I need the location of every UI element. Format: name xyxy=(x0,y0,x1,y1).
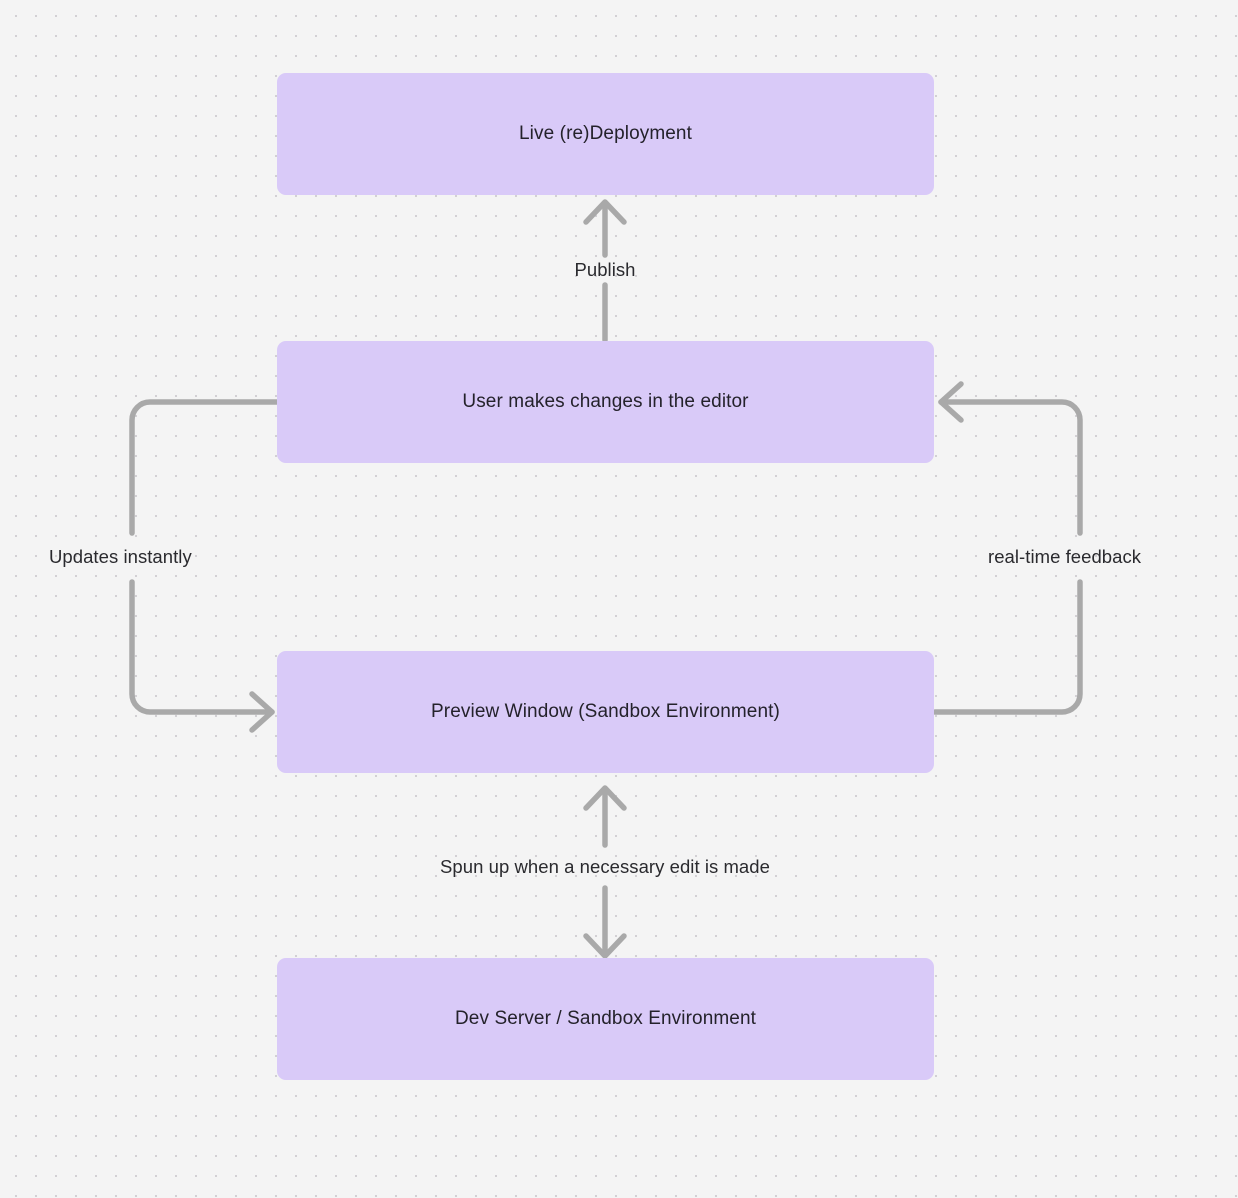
node-preview-window[interactable]: Preview Window (Sandbox Environment) xyxy=(277,651,934,773)
node-label: Dev Server / Sandbox Environment xyxy=(454,1008,756,1030)
node-label: Live (re)Deployment xyxy=(519,123,692,145)
node-live-deployment[interactable]: Live (re)Deployment xyxy=(277,73,934,195)
node-dev-server[interactable]: Dev Server / Sandbox Environment xyxy=(277,958,934,1080)
node-label: User makes changes in the editor xyxy=(462,391,749,413)
node-label: Preview Window (Sandbox Environment) xyxy=(431,701,780,723)
edge-label-real-time-feedback: real-time feedback xyxy=(988,546,1142,567)
edge-label-publish: Publish xyxy=(574,259,636,280)
edge-label-spun-up: Spun up when a necessary edit is made xyxy=(440,856,770,877)
edge-label-updates-instantly: Updates instantly xyxy=(49,546,192,567)
node-user-edits[interactable]: User makes changes in the editor xyxy=(277,341,934,463)
